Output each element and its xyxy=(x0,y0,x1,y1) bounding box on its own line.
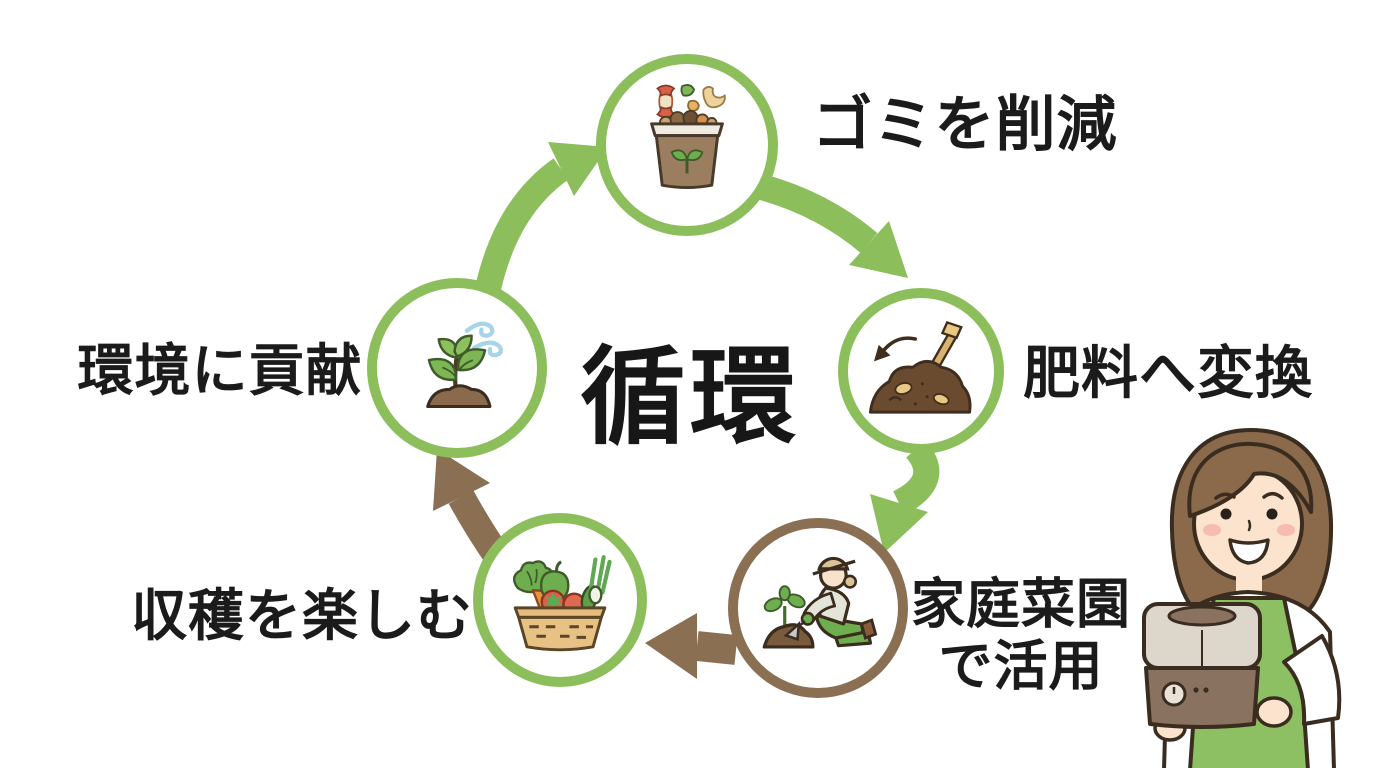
label-reduce-waste: ゴミを削減 xyxy=(812,90,1118,158)
label-convert-fertilizer: 肥料へ変換 xyxy=(1023,341,1313,406)
left-arm xyxy=(1282,634,1342,726)
arrow-fertilizer-to-garden xyxy=(870,440,940,553)
neck xyxy=(1236,576,1262,594)
label-use-home-garden: 家庭菜園 で活用 xyxy=(911,574,1131,697)
facial-features xyxy=(1203,492,1295,565)
soil-shovel-icon xyxy=(868,320,972,414)
woman-holding-composter-illustration xyxy=(1142,427,1342,768)
label-help-environment: 環境に貢献 xyxy=(77,339,363,403)
left-hand xyxy=(1255,696,1293,728)
compost-bin-icon xyxy=(650,84,726,190)
arrow-harvest-to-environment xyxy=(433,449,510,565)
label-use-home-garden-line2: で活用 xyxy=(938,636,1104,696)
center-title: 循環 xyxy=(580,339,800,457)
vegetable-basket-icon xyxy=(512,555,612,652)
composter-device xyxy=(1142,602,1262,729)
arrow-environment-to-waste xyxy=(474,142,608,296)
label-use-home-garden-line1: 家庭菜園 xyxy=(911,574,1131,635)
arrow-garden-to-harvest xyxy=(645,613,738,679)
seedling-wind-icon xyxy=(426,321,503,409)
bangs xyxy=(1187,441,1314,518)
planting-person-icon xyxy=(762,556,878,649)
label-enjoy-harvest: 収穫を楽しむ xyxy=(131,584,473,648)
arrow-waste-to-fertilizer xyxy=(754,173,908,278)
